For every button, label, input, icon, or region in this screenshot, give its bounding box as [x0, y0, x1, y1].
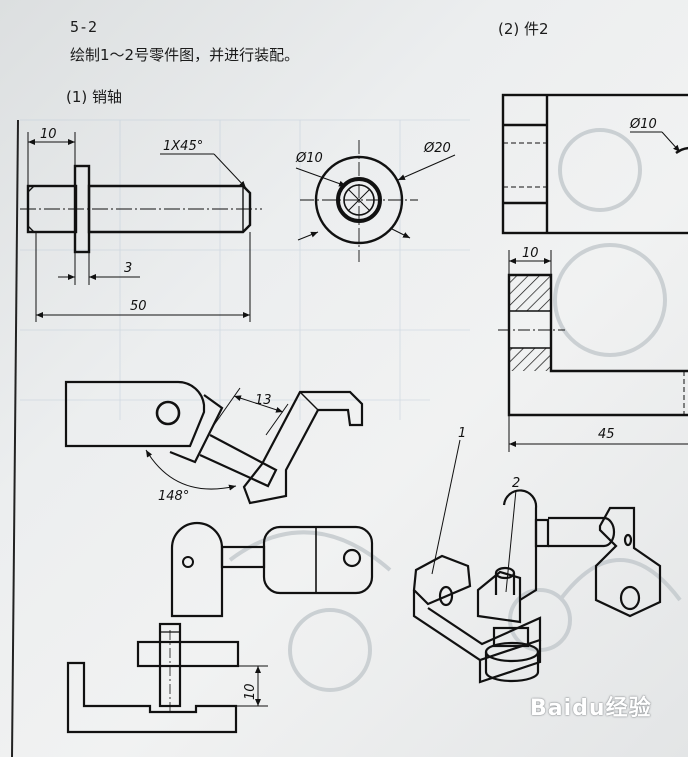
dim-text-part2-length: 45: [598, 427, 615, 442]
callout-part2: 2: [512, 476, 520, 491]
dim-part2-wall: [508, 250, 552, 275]
exercise-number: 5-2: [70, 18, 98, 36]
dim-ortho-height: [236, 665, 268, 707]
assembly-isometric-view: [412, 489, 662, 684]
dim-text-angle: 148°: [158, 489, 189, 504]
dim-angled-distance: [213, 387, 289, 436]
dim-text-part2-wall: 10: [522, 246, 539, 261]
dim-text-angled-distance: 13: [255, 393, 272, 408]
section-title-pin: (1) 销轴: [66, 88, 123, 106]
section-title-part2: (2) 件2: [498, 20, 549, 38]
dim-text-flange-offset: 10: [40, 127, 57, 142]
dim-text-inner-diameter: Ø10: [295, 151, 323, 166]
dim-flange-offset: [27, 132, 76, 186]
dim-part2-length: [508, 415, 688, 452]
ghost-part: [228, 128, 682, 692]
dim-text-ortho-height: 10: [243, 683, 258, 700]
part2-section-view: [498, 273, 688, 417]
assembly-ortho-view: [66, 521, 374, 734]
dim-part2-hole: [630, 131, 681, 153]
dim-text-part2-hole: Ø10: [629, 117, 657, 132]
callout-lines: [431, 439, 517, 593]
ghost-grid: [20, 119, 470, 420]
exercise-instruction: 绘制1～2号零件图，并进行装配。: [70, 46, 300, 64]
part2-front-view: [501, 93, 688, 235]
dim-text-total-length: 50: [130, 299, 147, 314]
dim-flange-thickness: [58, 252, 140, 285]
dim-text-flange-thickness: 3: [124, 261, 132, 276]
watermark-logo: Baidu经验: [530, 696, 652, 721]
dim-side-diameters: [295, 154, 456, 241]
dim-chamfer: [160, 153, 247, 189]
dim-text-outer-diameter: Ø20: [423, 141, 451, 156]
callout-part1: 1: [458, 426, 466, 441]
page-border: [11, 119, 19, 757]
dim-total-length: [35, 232, 251, 322]
pin-side-view: [300, 140, 418, 262]
dim-angle: [145, 449, 237, 491]
dim-text-chamfer: 1X45°: [163, 139, 203, 154]
